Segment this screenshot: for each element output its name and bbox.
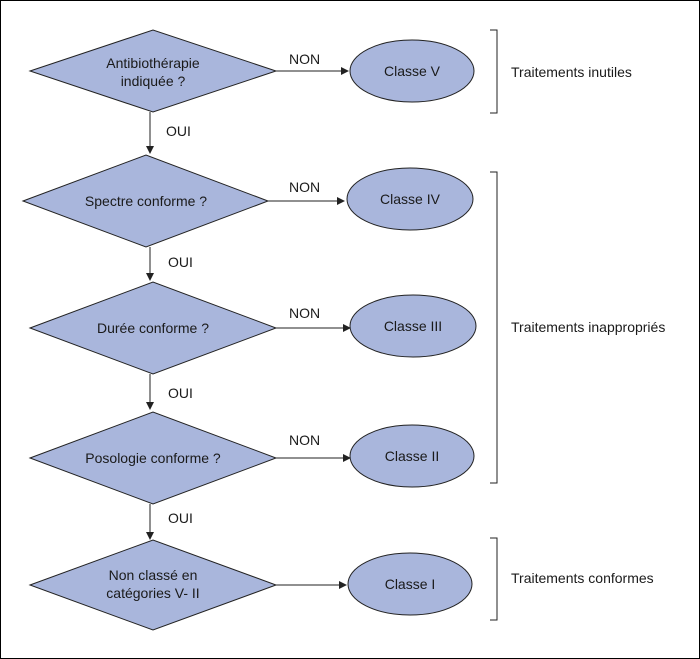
no-label-4: NON (289, 432, 320, 448)
result-classe-i (347, 552, 473, 616)
no-label-2: NON (289, 179, 320, 195)
final-arrowhead (339, 581, 347, 589)
group-label-inutiles: Traitements inutiles (511, 64, 632, 80)
result-classe-v (349, 39, 475, 103)
decision-1-text-line2: indiquée ? (121, 73, 186, 89)
yes-label-3: OUI (168, 385, 193, 401)
group-traitements-inutiles: Traitements inutiles (490, 29, 632, 114)
yes-label-4: OUI (168, 510, 193, 526)
yes-arrowhead-1 (146, 146, 154, 154)
bracket-inutiles (490, 29, 498, 114)
no-arrowhead-2 (337, 197, 345, 205)
group-traitements-inappropries: Traitements inappropriés (490, 171, 665, 484)
result-classe-ii (349, 424, 475, 488)
decision-diamond-antibiotherapie (28, 29, 278, 113)
yes-label-1: OUI (166, 123, 191, 139)
group-label-inappropries: Traitements inappropriés (511, 319, 665, 335)
result-classe-iv (346, 167, 474, 231)
yes-arrowhead-4 (146, 532, 154, 540)
decision-3-text-line1: Durée conforme ? (97, 320, 209, 336)
group-label-conformes: Traitements conformes (511, 570, 654, 586)
result-5-label: Classe I (385, 576, 436, 592)
no-arrowhead-3 (343, 324, 351, 332)
result-1-label: Classe V (384, 63, 441, 79)
bracket-conformes (490, 537, 498, 621)
decision-4-text-line1: Posologie conforme ? (85, 450, 221, 466)
final-text-line1: Non classé en (109, 567, 198, 583)
group-traitements-conformes: Traitements conformes (490, 537, 654, 621)
decision-step-5: Non classé en catégories V- II Classe I (28, 539, 473, 631)
yes-label-2: OUI (168, 254, 193, 270)
result-4-label: Classe II (385, 448, 439, 464)
decision-1-text-line1: Antibiothérapie (106, 55, 200, 71)
yes-arrowhead-2 (146, 273, 154, 281)
no-label-1: NON (289, 51, 320, 67)
final-text-line2: catégories V- II (106, 585, 199, 601)
decision-step-1: Antibiothérapie indiquée ? NON Classe V … (28, 29, 475, 154)
decision-2-text-line1: Spectre conforme ? (85, 193, 207, 209)
decision-step-4: Posologie conforme ? NON Classe II OUI (28, 411, 475, 540)
decision-step-2: Spectre conforme ? NON Classe IV OUI (21, 154, 474, 281)
yes-arrowhead-3 (146, 402, 154, 410)
decision-step-3: Durée conforme ? NON Classe III OUI (28, 281, 477, 410)
result-2-label: Classe IV (380, 191, 441, 207)
no-arrowhead-1 (341, 67, 349, 75)
result-3-label: Classe III (384, 318, 442, 334)
no-label-3: NON (289, 305, 320, 321)
result-classe-iii (349, 294, 477, 358)
no-arrowhead-4 (343, 454, 351, 462)
bracket-inappropries (490, 171, 498, 484)
